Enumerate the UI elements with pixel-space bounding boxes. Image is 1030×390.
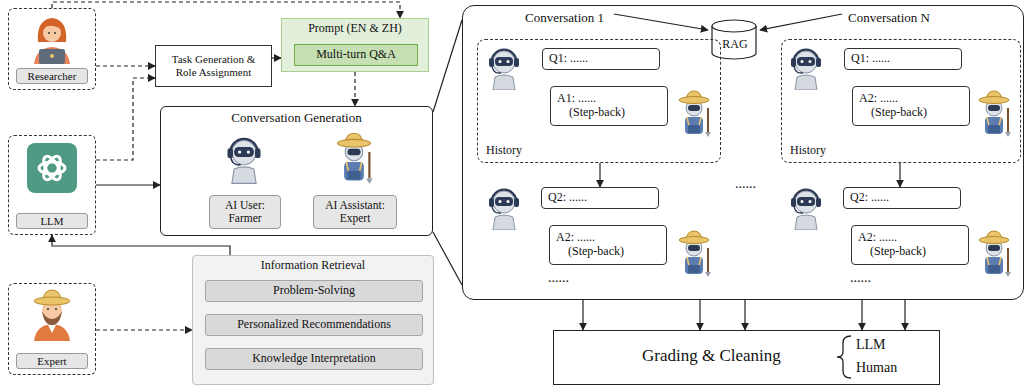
node-text: LLM bbox=[16, 213, 88, 229]
grading-box: Grading & Cleaning LLM Human bbox=[553, 330, 940, 385]
researcher-icon bbox=[34, 18, 70, 64]
llm-logo bbox=[27, 143, 77, 193]
actor-box: Expert bbox=[8, 283, 96, 375]
brace bbox=[837, 336, 851, 378]
answer-bubble: A2: ......(Step-back) bbox=[852, 86, 970, 126]
answer-bubble: A2: ......(Step-back) bbox=[851, 225, 969, 265]
node-text: Q2: ...... bbox=[542, 191, 658, 205]
process-box: Task Generation & Role Assignment bbox=[155, 45, 272, 87]
retrieval-item: Knowledge Interpretation bbox=[205, 348, 423, 370]
connector bbox=[52, 235, 230, 255]
connector bbox=[96, 65, 155, 66]
connector bbox=[96, 78, 155, 160]
connector bbox=[582, 300, 583, 330]
ellipsis-label: ...... bbox=[850, 270, 871, 286]
retrieval-item: Problem-Solving bbox=[205, 280, 423, 302]
node-text: (Step-back) bbox=[551, 106, 667, 120]
node-text: AI User: Farmer bbox=[214, 199, 276, 225]
connector bbox=[599, 163, 600, 187]
connector bbox=[744, 300, 745, 330]
node-text: Prompt (EN & ZH) bbox=[282, 22, 428, 36]
node-text: Researcher bbox=[16, 68, 88, 84]
node-text: AI Assistant: Expert bbox=[318, 199, 392, 225]
node-text: Conversation 1 bbox=[525, 11, 604, 26]
answer-bubble: A2: ......(Step-back) bbox=[549, 225, 667, 265]
robot-icon bbox=[489, 190, 519, 230]
node-text: (Step-back) bbox=[852, 245, 968, 259]
robot-icon bbox=[489, 50, 519, 90]
role-box: AI User: Farmer bbox=[209, 195, 281, 229]
node-text: (Step-back) bbox=[550, 245, 666, 259]
retrieval-box: Information RetrievalProblem-SolvingPers… bbox=[192, 255, 434, 385]
assistant-icon bbox=[679, 91, 711, 137]
prompt-box: Prompt (EN & ZH) Multi-turn Q&A bbox=[281, 18, 429, 72]
conversation-panel: Conversation 1 Conversation N RAG History Q1… bbox=[462, 5, 1024, 300]
connector bbox=[96, 184, 160, 185]
node-text: History bbox=[790, 144, 826, 158]
expert-icon bbox=[34, 290, 70, 341]
leader-arrow bbox=[760, 14, 842, 30]
node-text: Grading & Cleaning bbox=[642, 346, 781, 366]
role-box: AI Assistant: Expert bbox=[313, 195, 397, 229]
prompt-item: Multi-turn Q&A bbox=[294, 44, 418, 66]
node-text: Multi-turn Q&A bbox=[316, 48, 396, 62]
node-text: Conversation Generation bbox=[161, 111, 432, 126]
node-text: A1: ...... bbox=[551, 92, 667, 106]
robot-icon bbox=[791, 190, 821, 230]
ellipsis-label: ...... bbox=[548, 270, 569, 286]
connector bbox=[899, 163, 900, 187]
node-text: (Step-back) bbox=[853, 106, 969, 120]
node-text: Q1: ...... bbox=[543, 52, 659, 66]
assistant-icon bbox=[679, 231, 711, 277]
node-text: Problem-Solving bbox=[273, 284, 355, 298]
node-text: Human bbox=[856, 360, 897, 376]
node-text: History bbox=[486, 144, 522, 158]
node-text: Q1: ...... bbox=[845, 52, 961, 66]
question-bubble: Q2: ...... bbox=[843, 187, 961, 209]
node-text: A2: ...... bbox=[853, 92, 969, 106]
connector bbox=[433, 20, 462, 112]
connector bbox=[433, 232, 462, 285]
node-text: Personalized Recommendations bbox=[237, 318, 391, 332]
model-box: LLM bbox=[8, 135, 96, 235]
connector bbox=[861, 300, 862, 330]
question-bubble: Q2: ...... bbox=[541, 187, 659, 209]
node-text: RAG bbox=[722, 28, 747, 52]
leader-arrow bbox=[614, 14, 708, 30]
generation-box: Conversation Generation AI User: Farmer AI… bbox=[160, 106, 433, 236]
connector bbox=[699, 300, 700, 330]
assistant-icon bbox=[979, 231, 1011, 277]
ellipsis-label: ...... bbox=[735, 176, 756, 192]
node-text: Task Generation & Role Assignment bbox=[160, 53, 267, 78]
rag-cylinder bbox=[712, 20, 756, 59]
actor-box: Researcher bbox=[8, 8, 96, 90]
assistant-icon bbox=[338, 133, 373, 184]
node-text: Information Retrieval bbox=[193, 259, 433, 273]
connector bbox=[52, 2, 400, 18]
history-box: History Q1: ...... A2: ......(Step-back) bbox=[781, 39, 1021, 163]
node-text: A2: ...... bbox=[550, 231, 666, 245]
node-text: Conversation N bbox=[848, 11, 930, 26]
question-bubble: Q1: ...... bbox=[844, 48, 962, 70]
assistant-icon bbox=[979, 91, 1011, 137]
node-text: Q2: ...... bbox=[844, 191, 960, 205]
node-text: LLM bbox=[856, 337, 886, 353]
node-text: Knowledge Interpretation bbox=[252, 352, 376, 366]
rag-store: RAG bbox=[713, 20, 757, 60]
question-bubble: Q1: ...... bbox=[542, 48, 660, 70]
connector bbox=[272, 57, 281, 58]
node-text: A2: ...... bbox=[852, 231, 968, 245]
connector bbox=[904, 300, 905, 330]
answer-bubble: A1: ......(Step-back) bbox=[550, 86, 668, 126]
history-box: History Q1: ...... A1: ......(Step-back) bbox=[477, 39, 721, 163]
retrieval-item: Personalized Recommendations bbox=[205, 314, 423, 336]
robot-icon bbox=[791, 50, 821, 90]
robot-icon bbox=[228, 139, 261, 183]
connector bbox=[354, 72, 355, 106]
node-text: Expert bbox=[16, 353, 88, 369]
connector bbox=[96, 329, 192, 330]
